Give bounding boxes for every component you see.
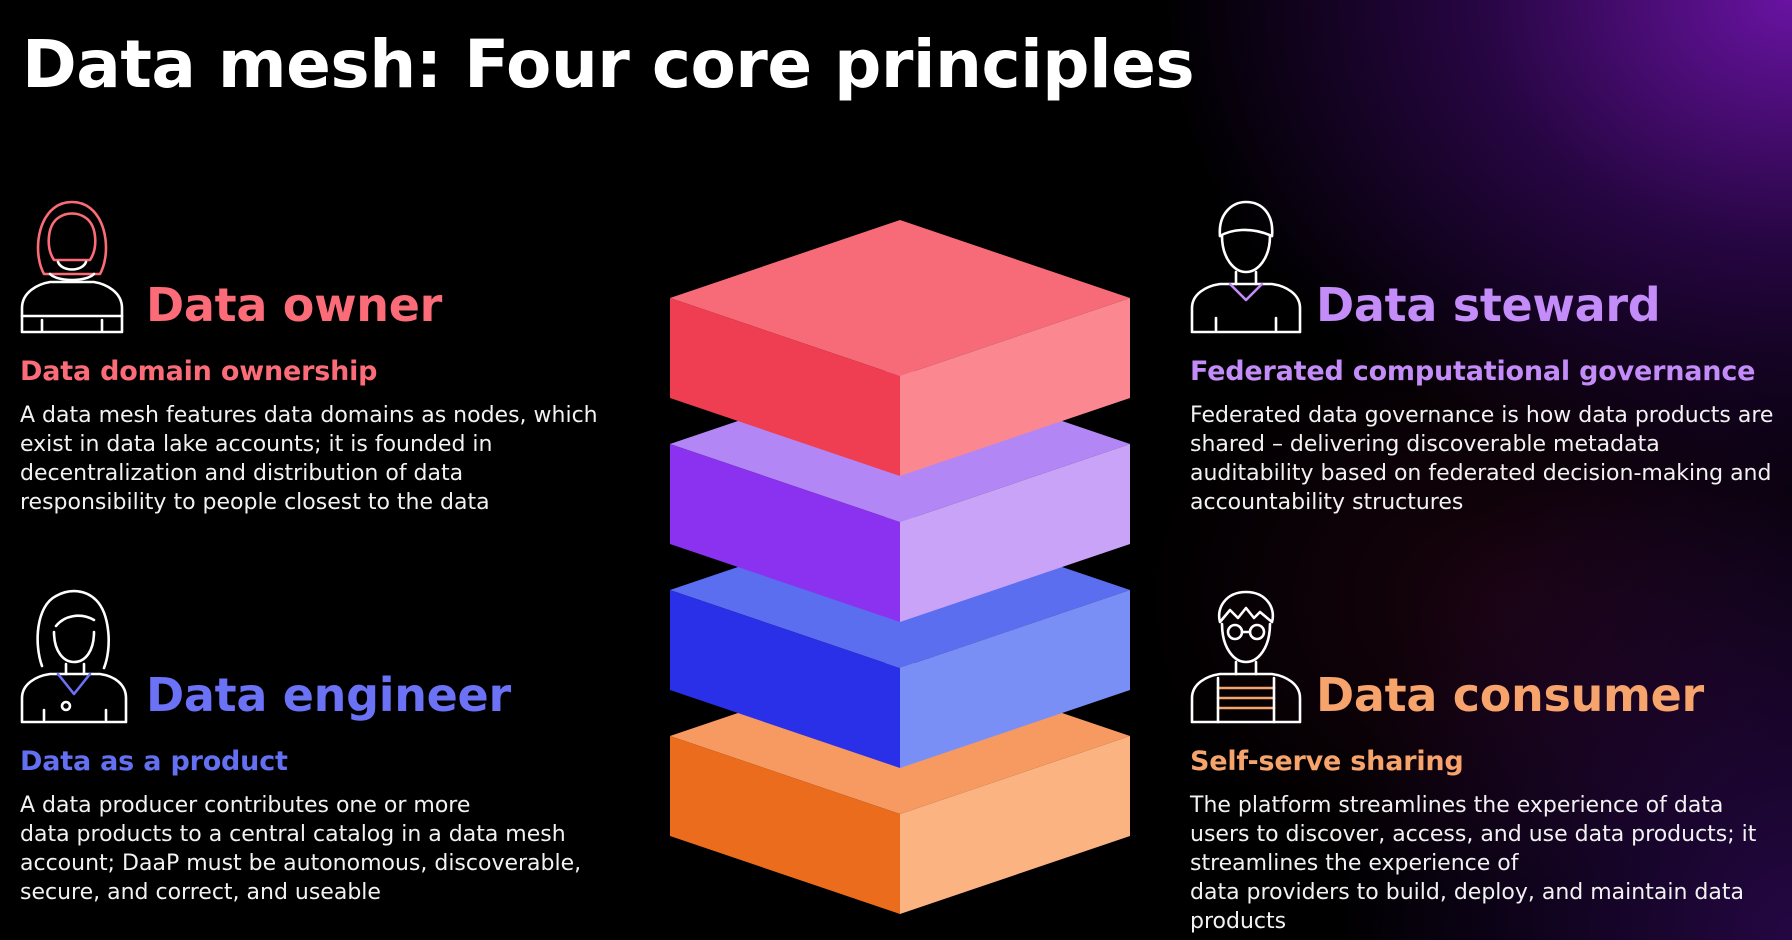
person-long-hair-icon	[20, 589, 128, 724]
description-line: data providers to build, deploy, and mai…	[1190, 880, 1744, 905]
description-line: streamlines the experience of	[1190, 851, 1519, 876]
principle-description: The platform streamlines the experience …	[1190, 791, 1790, 936]
section-data-owner: Data owner Data domain ownership A data …	[20, 196, 620, 517]
stack-layer-red	[670, 220, 1130, 476]
layer-stack-graphic	[670, 220, 1130, 914]
description-line: shared – delivering discoverable metadat…	[1190, 432, 1660, 457]
principle-subtitle: Self-serve sharing	[1190, 746, 1464, 777]
description-line: data products to a central catalog in a …	[20, 822, 566, 847]
header-row: Data engineer	[20, 586, 620, 726]
description-line: account; DaaP must be autonomous, discov…	[20, 851, 582, 876]
person-icon	[1190, 200, 1302, 334]
principle-description: A data mesh features data domains as nod…	[20, 401, 620, 517]
description-line: products	[1190, 909, 1287, 934]
section-data-steward: Data steward Federated computational gov…	[1190, 196, 1790, 517]
section-data-engineer: Data engineer Data as a product A data p…	[20, 586, 620, 907]
description-line: A data mesh features data domains as nod…	[20, 403, 598, 428]
description-line: Federated data governance is how data pr…	[1190, 403, 1774, 428]
principle-subtitle: Data domain ownership	[20, 356, 378, 387]
description-line: exist in data lake accounts; it is found…	[20, 432, 493, 457]
page-title: Data mesh: Four core principles	[22, 26, 1195, 103]
section-data-consumer: Data consumer Self-serve sharing The pla…	[1190, 586, 1790, 936]
person-glasses-icon	[1190, 590, 1302, 724]
description-line: responsibility to people closest to the …	[20, 490, 490, 515]
header-row: Data owner	[20, 196, 620, 336]
description-line: A data producer contributes one or more	[20, 793, 471, 818]
header-row: Data consumer	[1190, 586, 1790, 726]
principle-description: Federated data governance is how data pr…	[1190, 401, 1790, 517]
description-line: The platform streamlines the experience …	[1190, 793, 1724, 818]
description-line: accountability structures	[1190, 490, 1464, 515]
header-row: Data steward	[1190, 196, 1790, 336]
person-hijab-icon	[20, 200, 124, 334]
principle-description: A data producer contributes one or more …	[20, 791, 620, 907]
role-title: Data consumer	[1316, 668, 1704, 722]
description-line: users to discover, access, and use data …	[1190, 822, 1757, 847]
role-title: Data owner	[146, 278, 443, 332]
description-line: auditability based on federated decision…	[1190, 461, 1772, 486]
principle-subtitle: Data as a product	[20, 746, 288, 777]
role-title: Data engineer	[146, 668, 511, 722]
description-line: decentralization and distribution of dat…	[20, 461, 464, 486]
role-title: Data steward	[1316, 278, 1661, 332]
principle-subtitle: Federated computational governance	[1190, 356, 1756, 387]
description-line: secure, and correct, and useable	[20, 880, 381, 905]
